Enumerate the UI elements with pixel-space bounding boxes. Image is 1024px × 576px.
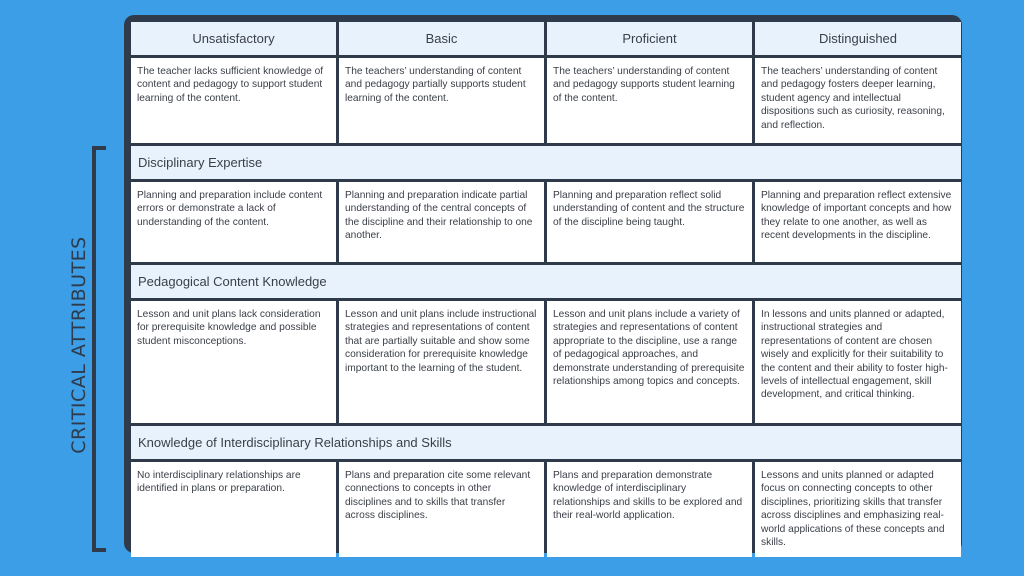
pedagogical-distinguished: In lessons and units planned or adapted,… [755,301,961,423]
header-unsatisfactory: Unsatisfactory [131,22,336,55]
section-title-interdisciplinary: Knowledge of Interdisciplinary Relations… [131,426,961,459]
overview-distinguished: The teachers’ understanding of content a… [755,58,961,143]
pedagogical-proficient: Lesson and unit plans include a variety … [547,301,752,423]
section-title-disciplinary-expertise: Disciplinary Expertise [131,146,961,179]
critical-attributes-bracket [92,146,106,552]
rubric-table-frame: Unsatisfactory Basic Proficient Distingu… [124,15,962,557]
overview-unsatisfactory: The teacher lacks sufficient knowledge o… [131,58,336,143]
interdisciplinary-distinguished: Lessons and units planned or adapted foc… [755,462,961,557]
critical-attributes-label: CRITICAL ATTRIBUTES [68,236,90,454]
disciplinary-unsatisfactory: Planning and preparation include content… [131,182,336,262]
interdisciplinary-unsatisfactory: No interdisciplinary relationships are i… [131,462,336,557]
section-title-pedagogical-content-knowledge: Pedagogical Content Knowledge [131,265,961,298]
disciplinary-proficient: Planning and preparation reflect solid u… [547,182,752,262]
interdisciplinary-proficient: Plans and preparation demonstrate knowle… [547,462,752,557]
header-proficient: Proficient [547,22,752,55]
interdisciplinary-basic: Plans and preparation cite some relevant… [339,462,544,557]
pedagogical-basic: Lesson and unit plans include instructio… [339,301,544,423]
overview-proficient: The teachers’ understanding of content a… [547,58,752,143]
rubric-table: Unsatisfactory Basic Proficient Distingu… [131,22,961,557]
disciplinary-basic: Planning and preparation indicate partia… [339,182,544,262]
pedagogical-unsatisfactory: Lesson and unit plans lack consideration… [131,301,336,423]
header-basic: Basic [339,22,544,55]
header-distinguished: Distinguished [755,22,961,55]
overview-basic: The teachers’ understanding of content a… [339,58,544,143]
disciplinary-distinguished: Planning and preparation reflect extensi… [755,182,961,262]
